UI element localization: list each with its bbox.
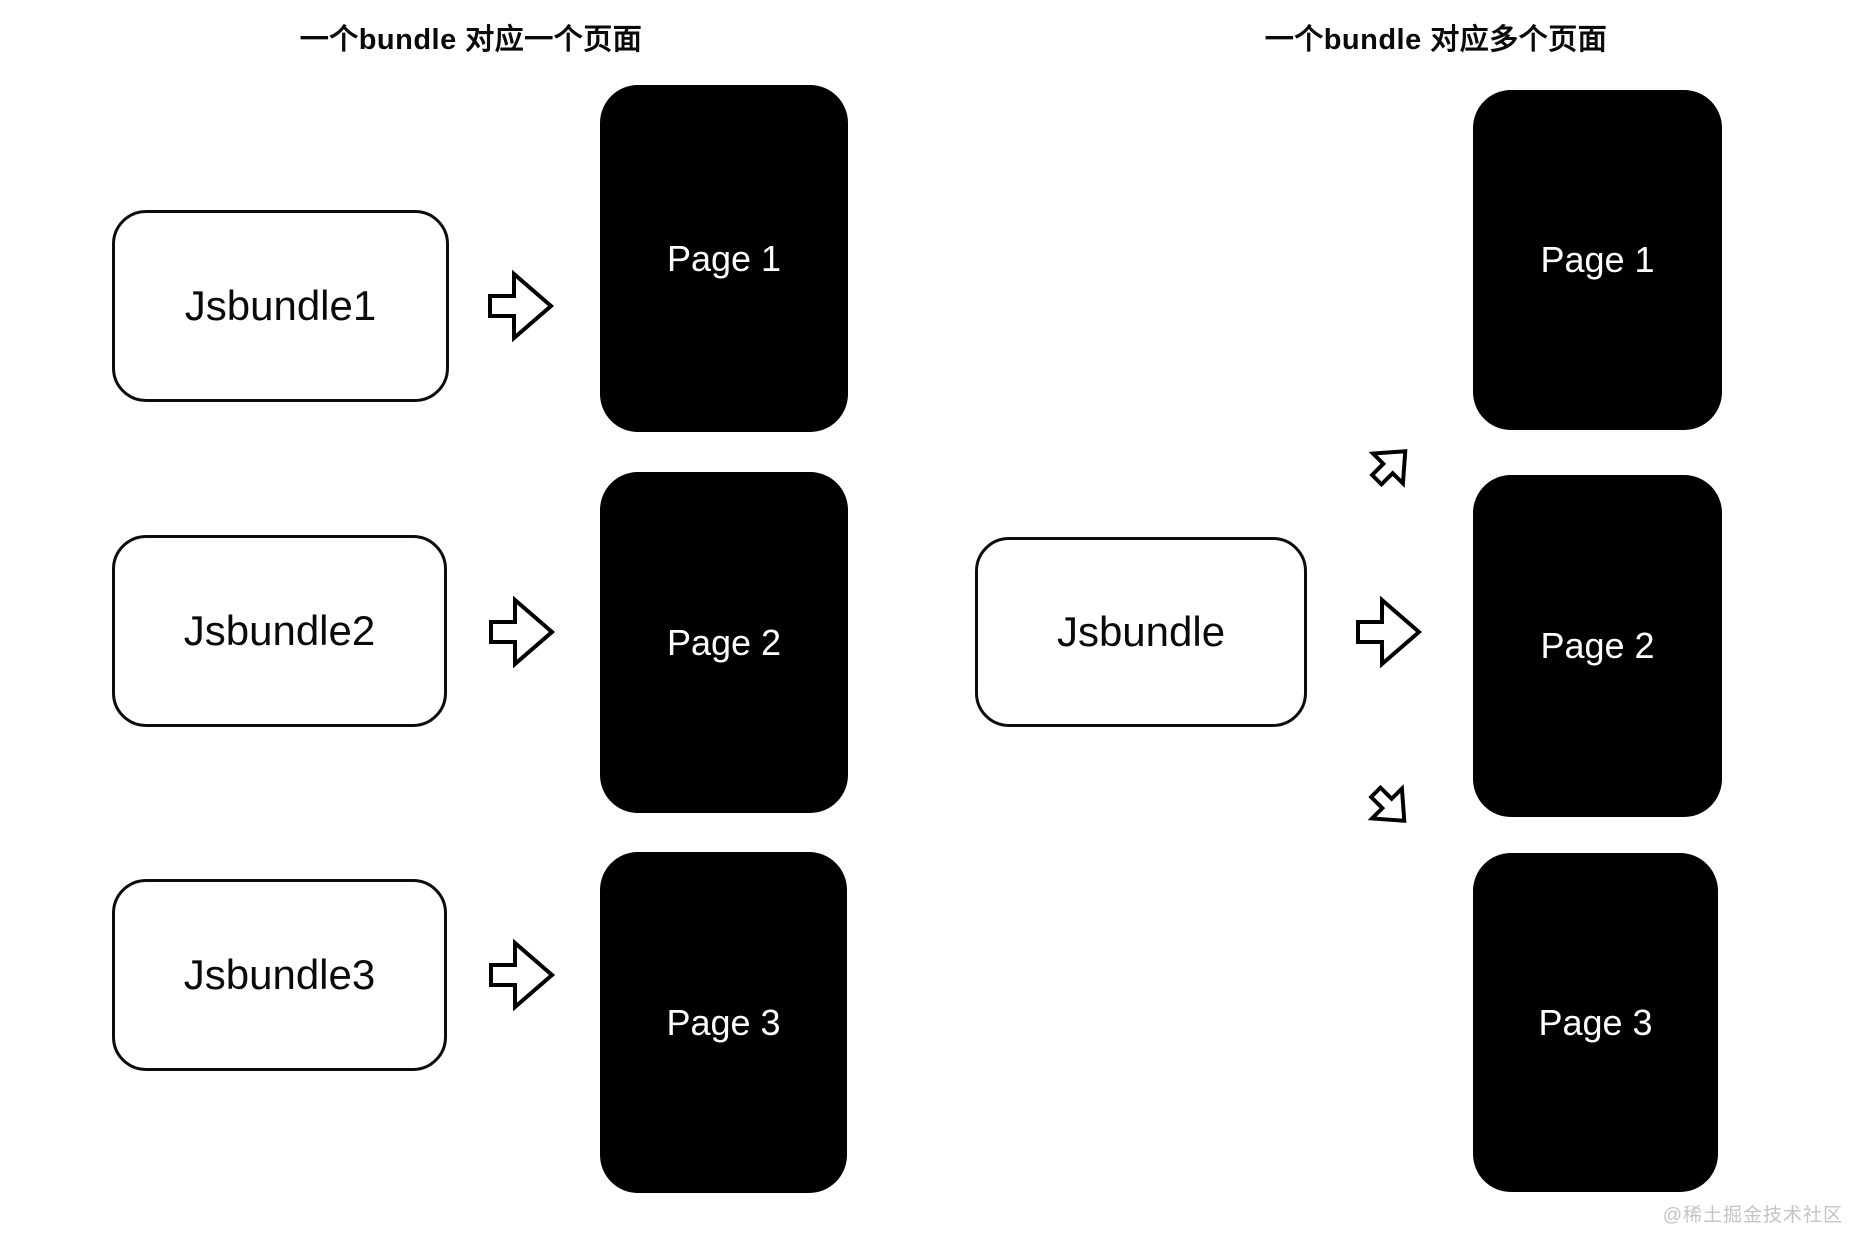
right-section-title: 一个bundle 对应多个页面 (1264, 24, 1608, 56)
jsbundle3-box: Jsbundle3 (112, 879, 447, 1071)
watermark: @稀土掘金技术社区 (1662, 1205, 1843, 1226)
left-page3-box: Page 3 (600, 852, 847, 1193)
left-page1-label: Page 1 (666, 237, 782, 279)
left-page2-label: Page 2 (666, 621, 782, 663)
right-arrow-icon (1355, 595, 1424, 669)
right-page2-box: Page 2 (1473, 475, 1722, 817)
jsbundle2-box: Jsbundle2 (112, 535, 447, 727)
jsbundle-label: Jsbundle (1056, 608, 1226, 655)
jsbundle1-box: Jsbundle1 (112, 210, 449, 402)
right-page3-box: Page 3 (1473, 853, 1718, 1192)
left-page3-label: Page 3 (666, 1001, 781, 1043)
right-arrow-icon (488, 938, 557, 1012)
right-arrow-icon (488, 595, 557, 669)
jsbundle3-label: Jsbundle3 (183, 951, 376, 998)
up-right-arrow-icon (1357, 428, 1426, 502)
down-right-arrow-icon (1356, 770, 1425, 844)
right-arrow-icon (487, 269, 556, 343)
left-section-title: 一个bundle 对应一个页面 (299, 24, 643, 56)
jsbundle1-label: Jsbundle1 (184, 282, 377, 329)
right-page1-box: Page 1 (1473, 90, 1722, 430)
jsbundle-box: Jsbundle (975, 537, 1307, 727)
jsbundle2-label: Jsbundle2 (183, 607, 376, 654)
left-page2-box: Page 2 (600, 472, 848, 813)
right-page3-label: Page 3 (1538, 1001, 1653, 1043)
left-page1-box: Page 1 (600, 85, 848, 432)
right-page2-label: Page 2 (1540, 625, 1655, 666)
right-page1-label: Page 1 (1540, 239, 1655, 280)
